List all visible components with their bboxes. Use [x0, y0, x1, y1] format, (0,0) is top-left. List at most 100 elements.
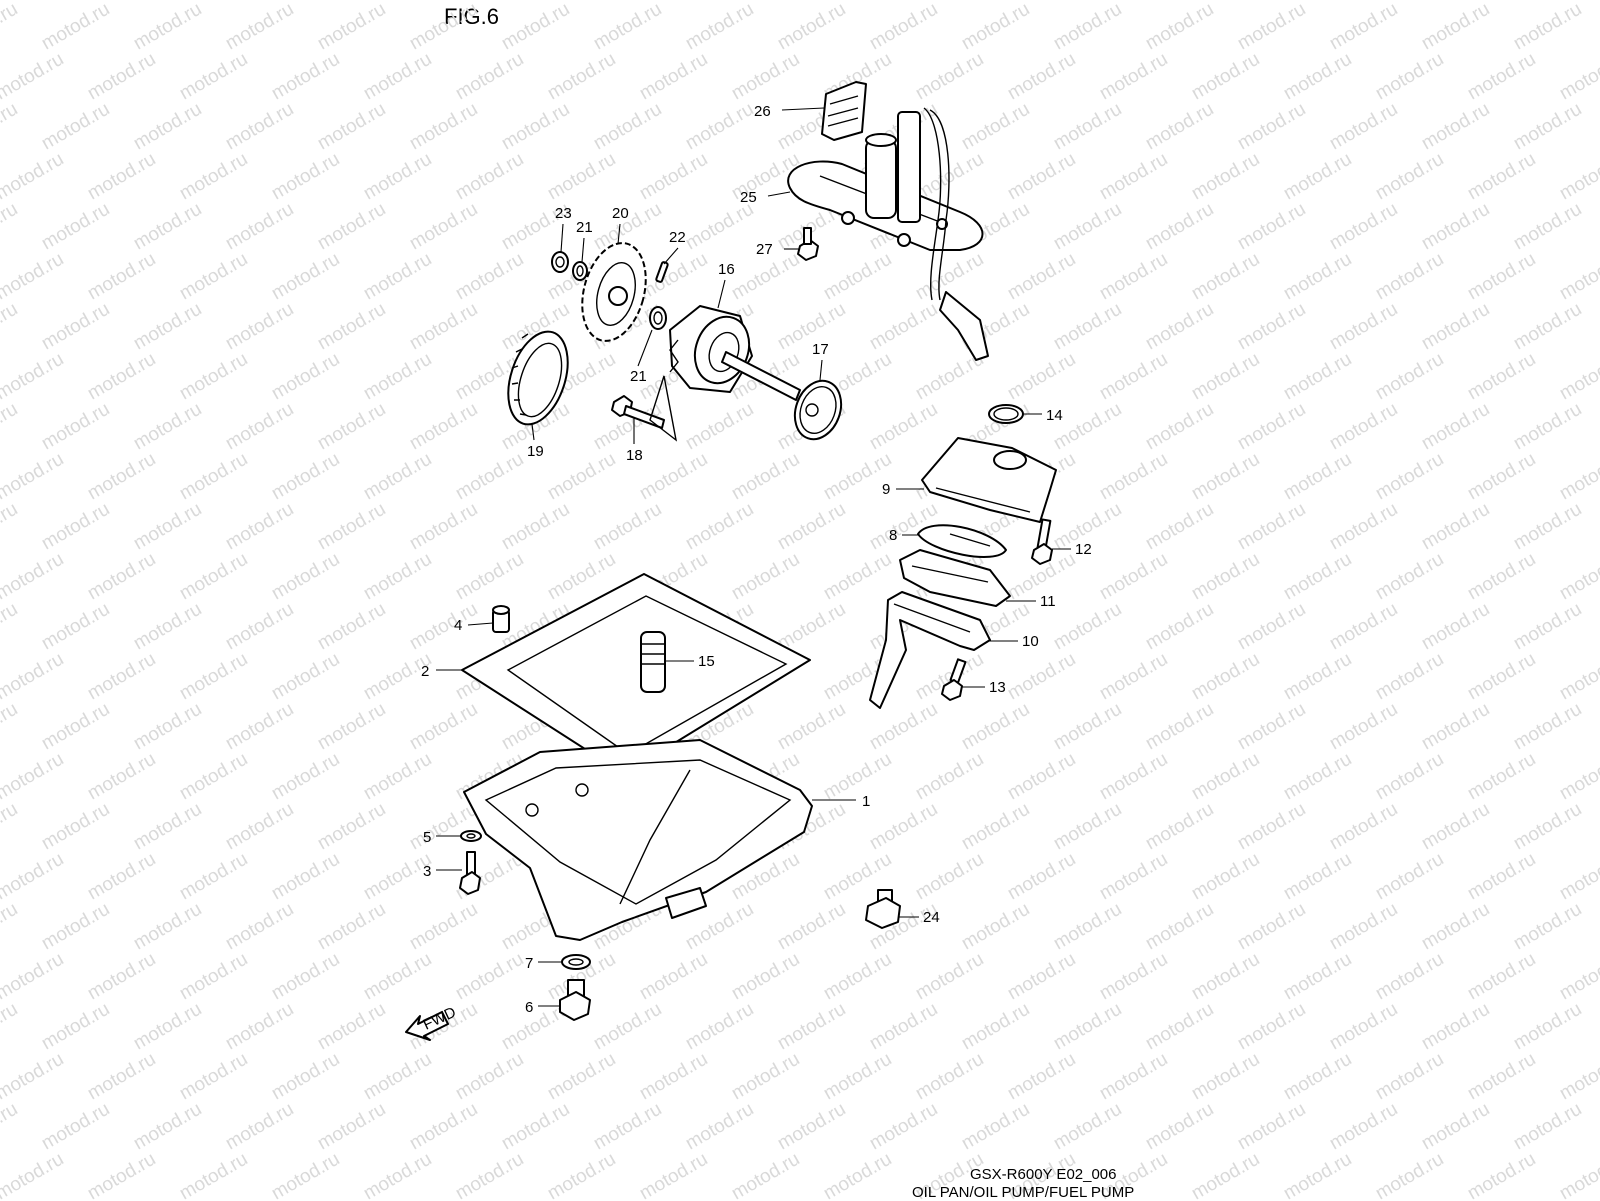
- watermark-text: motod.ru: [728, 1149, 803, 1200]
- watermark-text: motod.ru: [1510, 999, 1585, 1055]
- watermark-text: motod.ru: [314, 0, 389, 54]
- watermark-text: motod.ru: [1372, 1149, 1447, 1200]
- watermark-text: motod.ru: [1096, 49, 1171, 105]
- watermark-text: motod.ru: [1096, 1049, 1171, 1105]
- watermark-text: motod.ru: [222, 99, 297, 155]
- watermark-text: motod.ru: [1050, 599, 1125, 655]
- watermark-text: motod.ru: [1234, 399, 1309, 455]
- watermark-text: motod.ru: [1188, 349, 1263, 405]
- watermark-text: motod.ru: [406, 99, 481, 155]
- watermark-text: motod.ru: [1188, 649, 1263, 705]
- watermark-text: motod.ru: [360, 949, 435, 1005]
- leader-line-c20: [617, 223, 621, 245]
- watermark-text: motod.ru: [1188, 49, 1263, 105]
- watermark-text: motod.ru: [222, 799, 297, 855]
- watermark-text: motod.ru: [222, 399, 297, 455]
- watermark-text: motod.ru: [1280, 149, 1355, 205]
- watermark-text: motod.ru: [1326, 399, 1401, 455]
- watermark-text: motod.ru: [314, 399, 389, 455]
- watermark-text: motod.ru: [314, 699, 389, 755]
- watermark-text: motod.ru: [268, 449, 343, 505]
- watermark-text: motod.ru: [130, 899, 205, 955]
- watermark-text: motod.ru: [1372, 1049, 1447, 1105]
- watermark-text: motod.ru: [406, 699, 481, 755]
- watermark-text: motod.ru: [590, 499, 665, 555]
- watermark-text: motod.ru: [1142, 599, 1217, 655]
- part-4-dowel: [492, 605, 510, 633]
- watermark-text: motod.ru: [1142, 799, 1217, 855]
- watermark-text: motod.ru: [820, 249, 895, 305]
- watermark-text: motod.ru: [268, 249, 343, 305]
- watermark-text: motod.ru: [360, 1149, 435, 1200]
- watermark-text: motod.ru: [406, 599, 481, 655]
- watermark-text: motod.ru: [38, 199, 113, 255]
- watermark-text: motod.ru: [682, 99, 757, 155]
- watermark-text: motod.ru: [130, 399, 205, 455]
- watermark-text: motod.ru: [38, 299, 113, 355]
- watermark-text: motod.ru: [314, 499, 389, 555]
- watermark-text: motod.ru: [84, 449, 159, 505]
- watermark-text: motod.ru: [1234, 799, 1309, 855]
- watermark-text: motod.ru: [0, 1149, 67, 1200]
- watermark-text: motod.ru: [452, 49, 527, 105]
- watermark-text: motod.ru: [84, 1049, 159, 1105]
- watermark-text: motod.ru: [360, 1049, 435, 1105]
- part-14-o-ring: [988, 404, 1024, 424]
- watermark-text: motod.ru: [1326, 299, 1401, 355]
- watermark-text: motod.ru: [866, 0, 941, 54]
- watermark-text: motod.ru: [1464, 49, 1539, 105]
- watermark-text: motod.ru: [728, 549, 803, 605]
- part-26-filter: [821, 81, 867, 141]
- watermark-text: motod.ru: [636, 449, 711, 505]
- watermark-text: motod.ru: [1464, 349, 1539, 405]
- watermark-text: motod.ru: [314, 999, 389, 1055]
- watermark-text: motod.ru: [590, 999, 665, 1055]
- watermark-text: motod.ru: [84, 249, 159, 305]
- watermark-text: motod.ru: [1372, 449, 1447, 505]
- callout-label-c21b: 21: [630, 368, 647, 385]
- watermark-text: motod.ru: [0, 299, 21, 355]
- watermark-text: motod.ru: [1004, 849, 1079, 905]
- watermark-text: motod.ru: [1418, 199, 1493, 255]
- callout-label-c14: 14: [1046, 407, 1063, 424]
- watermark-text: motod.ru: [1464, 549, 1539, 605]
- watermark-text: motod.ru: [1464, 1149, 1539, 1200]
- watermark-text: motod.ru: [1142, 399, 1217, 455]
- watermark-text: motod.ru: [544, 1049, 619, 1105]
- watermark-text: motod.ru: [498, 1099, 573, 1155]
- watermark-text: motod.ru: [1372, 349, 1447, 405]
- watermark-text: motod.ru: [1326, 699, 1401, 755]
- watermark-text: motod.ru: [1280, 249, 1355, 305]
- watermark-text: motod.ru: [0, 749, 67, 805]
- watermark-text: motod.ru: [1372, 749, 1447, 805]
- part-12-bolt: [1031, 518, 1053, 565]
- watermark-text: motod.ru: [1372, 949, 1447, 1005]
- watermark-text: motod.ru: [590, 0, 665, 54]
- watermark-text: motod.ru: [820, 1049, 895, 1105]
- watermark-text: motod.ru: [38, 99, 113, 155]
- watermark-text: motod.ru: [1234, 899, 1309, 955]
- part-11-gasket: [899, 549, 1011, 607]
- watermark-text: motod.ru: [1556, 49, 1600, 105]
- watermark-text: motod.ru: [222, 499, 297, 555]
- watermark-text: motod.ru: [958, 899, 1033, 955]
- watermark-text: motod.ru: [1510, 399, 1585, 455]
- watermark-text: motod.ru: [406, 899, 481, 955]
- watermark-text: motod.ru: [1280, 749, 1355, 805]
- watermark-text: motod.ru: [0, 599, 21, 655]
- watermark-text: motod.ru: [0, 99, 21, 155]
- watermark-text: motod.ru: [1418, 499, 1493, 555]
- part-21-lower-washer: [649, 306, 667, 330]
- watermark-text: motod.ru: [0, 649, 67, 705]
- watermark-text: motod.ru: [1096, 349, 1171, 405]
- watermark-text: motod.ru: [1418, 699, 1493, 755]
- watermark-text: motod.ru: [1050, 699, 1125, 755]
- watermark-text: motod.ru: [1510, 499, 1585, 555]
- watermark-text: motod.ru: [222, 299, 297, 355]
- part-23-washer: [551, 251, 569, 273]
- watermark-text: motod.ru: [268, 649, 343, 705]
- watermark-text: motod.ru: [452, 149, 527, 205]
- watermark-text: motod.ru: [130, 699, 205, 755]
- watermark-text: motod.ru: [1050, 99, 1125, 155]
- watermark-text: motod.ru: [268, 549, 343, 605]
